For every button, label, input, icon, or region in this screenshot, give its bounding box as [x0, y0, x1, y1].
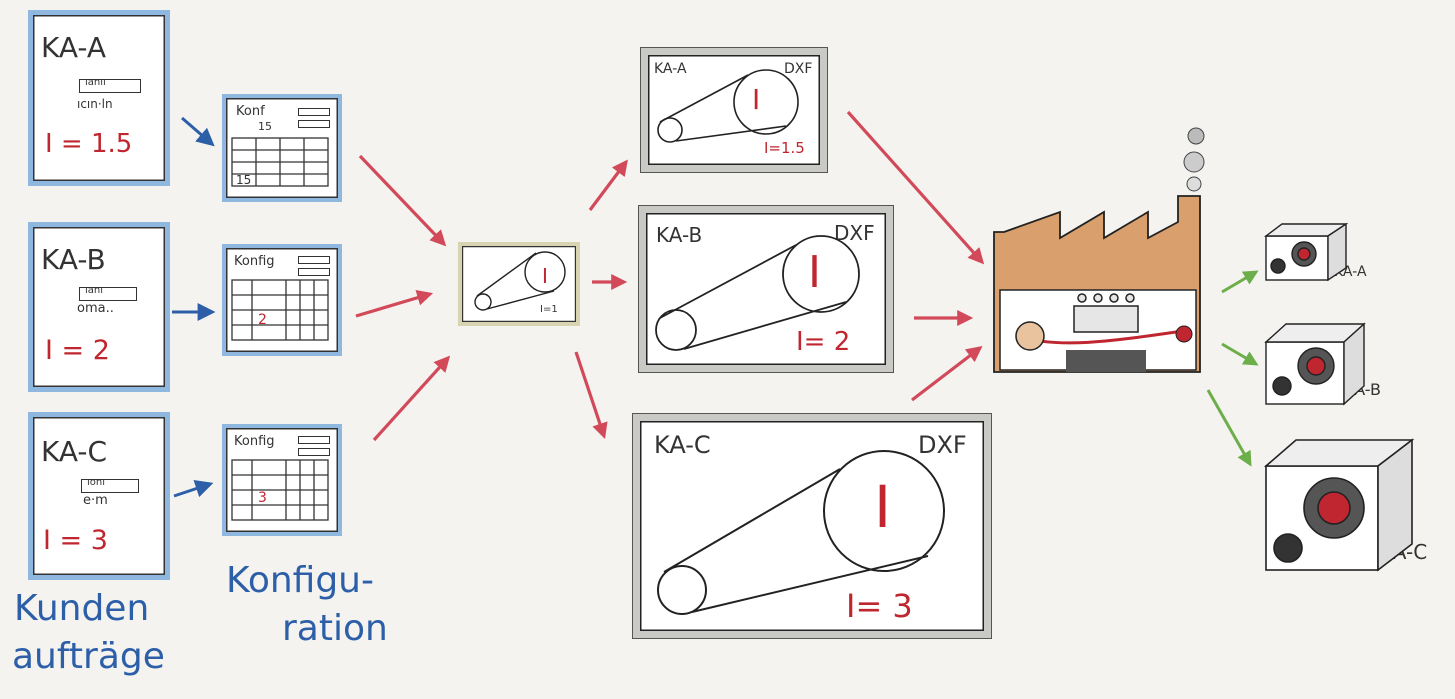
config-card-ka-c: Konfig: [222, 424, 342, 536]
config-grid-ka-a: [231, 137, 329, 187]
drawing-id: KA-C: [654, 431, 711, 459]
master-belt-shape: [474, 251, 566, 311]
order-field: [81, 479, 139, 493]
config-title: Konfig: [234, 434, 275, 449]
config-label-line2: ration: [282, 608, 388, 649]
order-card-ka-a: KA-A ıanıı ıcın·ln I = 1.5: [28, 10, 170, 186]
arrows-order-to-config: [172, 116, 216, 498]
drawing-symbol: I: [808, 247, 821, 298]
config-cell-value: 15: [236, 173, 251, 187]
orders-label-line1: Kunden: [14, 588, 150, 629]
dxf-drawing-ka-c: KA-C DXF I I= 3: [633, 414, 991, 638]
config-card-ka-b: Konfig: [222, 244, 342, 356]
config-title: Konf: [236, 104, 265, 119]
product-ka-a: [1263, 222, 1349, 282]
dxf-drawing-ka-b: KA-B DXF I I= 2: [639, 206, 893, 372]
config-card-ka-a: Konf 15: [222, 94, 342, 202]
order-card-ka-b: KA-B ıanı oma.. I = 2: [28, 222, 170, 392]
belt-shape-ka-c: [657, 450, 945, 615]
master-symbol: I: [542, 264, 548, 288]
drawing-value: I= 3: [846, 587, 913, 625]
config-icon: [298, 448, 330, 456]
config-cell-value: 2: [258, 312, 267, 328]
config-icon: [298, 256, 330, 264]
drawing-id: KA-B: [656, 223, 703, 247]
order-id: KA-C: [41, 435, 108, 468]
order-field-text: ıanı: [85, 285, 104, 296]
order-note: e·m: [83, 493, 108, 508]
order-card-ka-c: KA-C ıonı e·m I = 3: [28, 412, 170, 580]
belt-shape-ka-a: [657, 69, 799, 143]
drawing-format: DXF: [784, 61, 813, 77]
order-field: [79, 287, 137, 301]
order-note: oma..: [77, 301, 114, 316]
master-value: I=1: [540, 304, 558, 315]
dxf-drawing-ka-a: KA-A DXF I I=1.5: [641, 48, 827, 172]
config-icon: [298, 108, 330, 116]
product-ka-c: [1263, 438, 1415, 572]
order-value: I = 2: [45, 335, 110, 366]
drawing-symbol: I: [874, 473, 892, 541]
config-icon: [298, 436, 330, 444]
order-note: ıcın·ln: [77, 97, 113, 111]
belt-shape-ka-b: [655, 235, 860, 351]
config-cell-value: 3: [258, 490, 267, 506]
product-ka-b: [1264, 322, 1366, 406]
master-drawing: I I=1: [458, 242, 580, 326]
drawing-format: DXF: [918, 431, 967, 459]
drawing-id: KA-A: [654, 61, 687, 77]
config-grid-ka-c: [231, 459, 329, 521]
drawing-value: I=1.5: [764, 139, 805, 157]
order-value: I = 3: [43, 525, 108, 556]
config-icon: [298, 268, 330, 276]
config-icon: [298, 120, 330, 128]
config-title: Konfig: [234, 254, 275, 269]
order-field-text: ıanıı: [85, 77, 106, 88]
config-subtitle: 15: [258, 120, 272, 133]
arrows-red: [355, 110, 985, 442]
order-value: I = 1.5: [45, 129, 133, 159]
order-id: KA-A: [41, 31, 107, 64]
config-label-line1: Konfigu-: [226, 560, 374, 601]
order-id: KA-B: [41, 243, 106, 276]
drawing-symbol: I: [752, 83, 761, 116]
drawing-value: I= 2: [796, 327, 851, 357]
orders-label-line2: aufträge: [12, 636, 165, 677]
factory-illustration: [993, 127, 1205, 373]
config-grid-ka-b: [231, 279, 329, 341]
arrows-green: [1206, 270, 1259, 467]
order-field-text: ıonı: [87, 477, 106, 488]
order-field: [79, 79, 141, 93]
